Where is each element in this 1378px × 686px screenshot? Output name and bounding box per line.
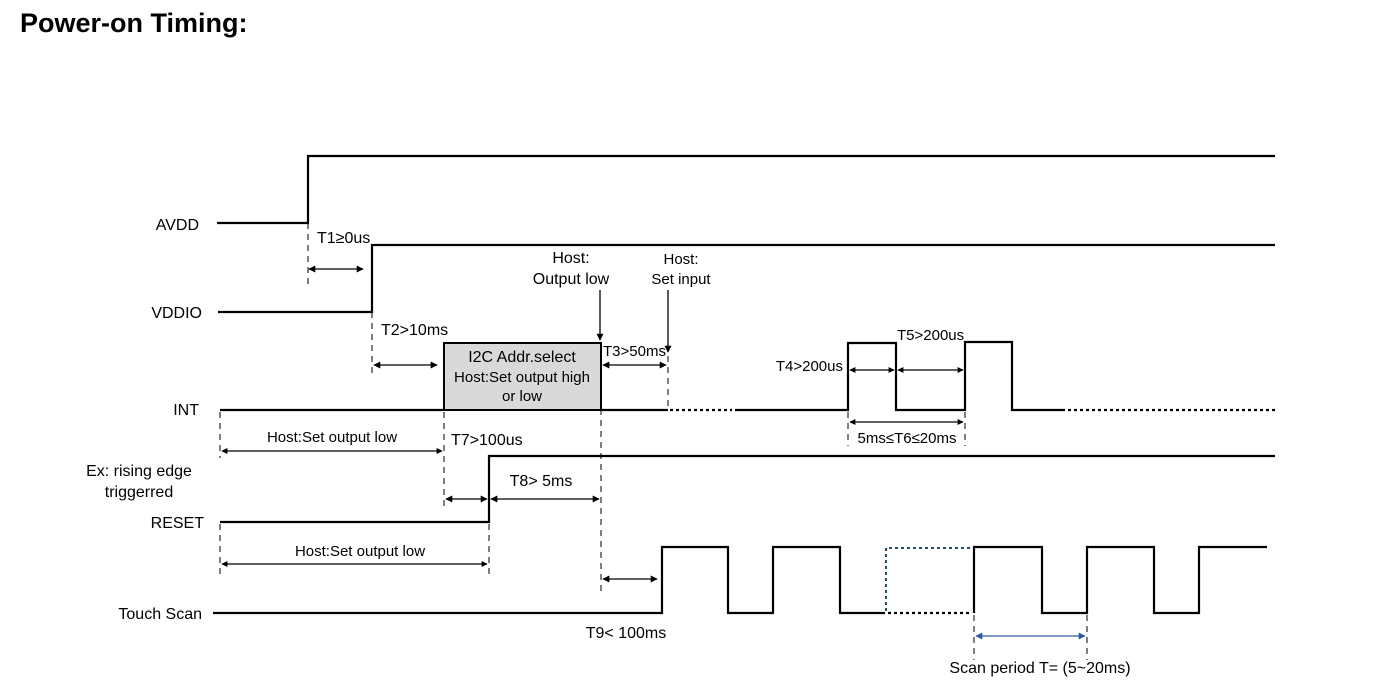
- label-avdd: AVDD: [156, 217, 199, 234]
- label-host-set-input-2: Set input: [651, 271, 711, 288]
- page-title: Power-on Timing:: [20, 8, 248, 38]
- touch-scan-missed-pulse: [885, 547, 974, 611]
- int-waveform-pulses: [735, 340, 1065, 412]
- label-t4: T4>200us: [776, 358, 843, 375]
- label-reset-note-2: triggerred: [105, 484, 173, 501]
- reset-waveform: [220, 454, 1275, 524]
- label-int-host-output-low: Host:Set output low: [267, 429, 397, 446]
- label-t2: T2>10ms: [381, 322, 448, 339]
- avdd-waveform: [217, 154, 1275, 225]
- touch-scan-waveform-a: [213, 545, 885, 615]
- label-t9: T9< 100ms: [586, 625, 666, 642]
- label-t8: T8> 5ms: [510, 473, 573, 490]
- label-host-output-low-2: Output low: [533, 271, 610, 288]
- label-i2c-or-low: or low: [502, 388, 542, 405]
- label-reset-host-output-low: Host:Set output low: [295, 543, 425, 560]
- vddio-waveform: [218, 243, 1275, 314]
- label-i2c-addr-select: I2C Addr.select: [468, 349, 576, 366]
- label-vddio: VDDIO: [151, 305, 202, 322]
- label-t6: 5ms≤T6≤20ms: [858, 430, 957, 447]
- label-i2c-host-set: Host:Set output high: [454, 369, 590, 386]
- label-reset-note-1: Ex: rising edge: [86, 463, 192, 480]
- label-t5: T5>200us: [897, 327, 964, 344]
- label-t7: T7>100us: [451, 432, 523, 449]
- label-touch-scan: Touch Scan: [118, 606, 202, 623]
- label-int: INT: [173, 402, 199, 419]
- label-host-output-low-1: Host:: [552, 250, 589, 267]
- label-host-set-input-1: Host:: [663, 251, 698, 268]
- label-scan-period: Scan period T= (5~20ms): [949, 660, 1130, 677]
- i2c-addr-select-box: [443, 342, 602, 411]
- label-t1: T1≥0us: [317, 230, 370, 247]
- label-t3: T3>50ms: [603, 343, 666, 360]
- label-reset: RESET: [151, 515, 205, 532]
- touch-scan-waveform-b: [972, 545, 1267, 615]
